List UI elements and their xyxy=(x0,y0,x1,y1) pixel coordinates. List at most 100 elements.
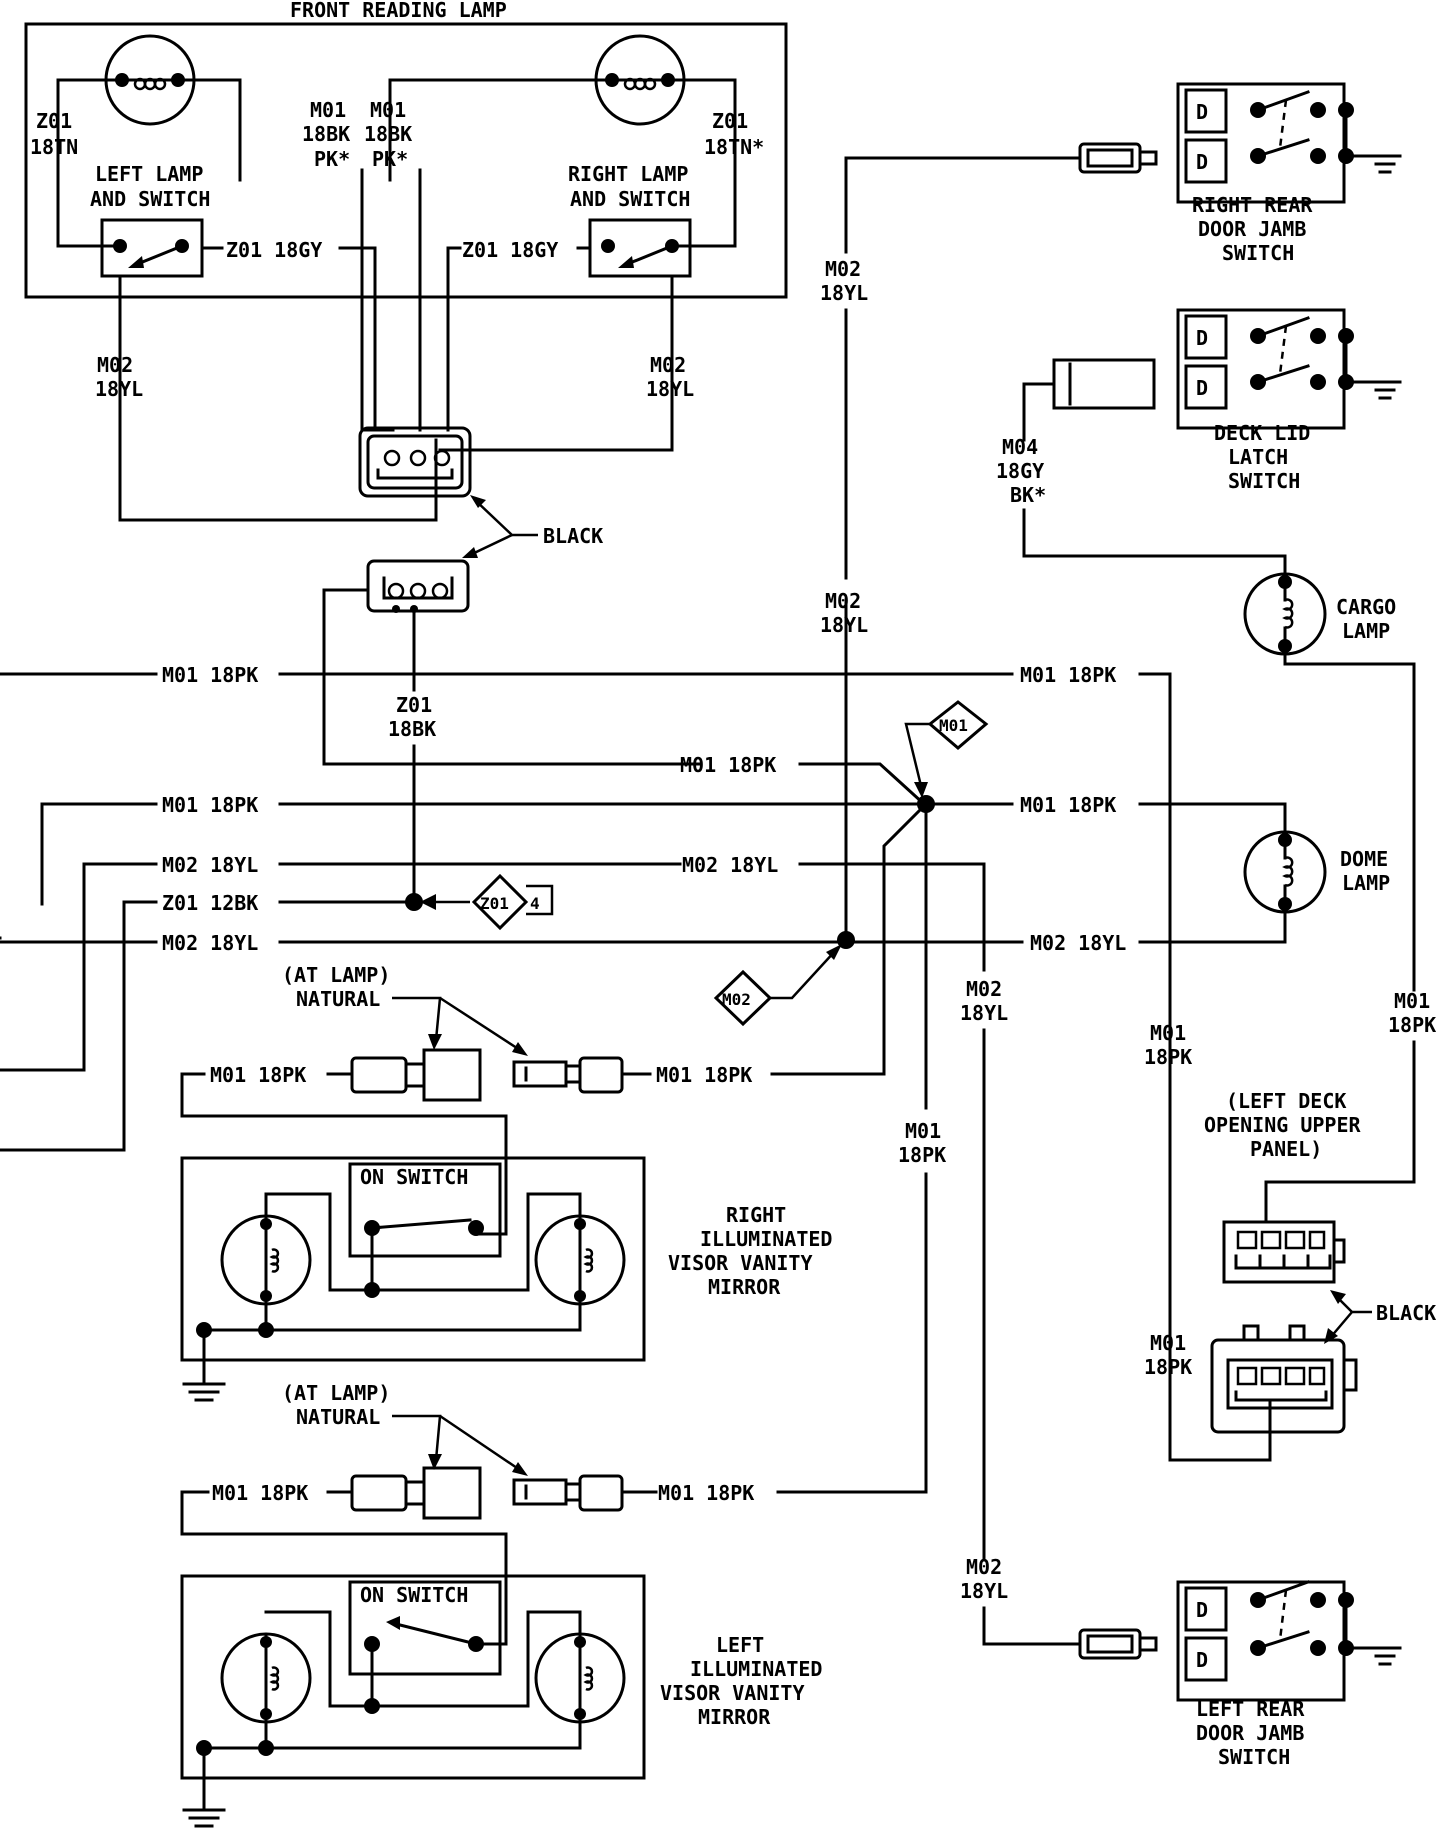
left-rear-switch-label-3: SWITCH xyxy=(1218,1745,1290,1769)
m02-18yl-label-3: M02 18YL xyxy=(162,931,258,955)
m01-18bk-label-b3: PK* xyxy=(372,147,408,171)
m01-18bk-label-a3: PK* xyxy=(314,147,350,171)
m02-18yl-label-4: M02 18YL xyxy=(1030,931,1126,955)
right-on-switch-label: ON SWITCH xyxy=(360,1165,468,1189)
m02-splice-icon: M02 xyxy=(713,944,842,1027)
right-visor-m01-label-left: M01 18PK xyxy=(210,1063,306,1087)
left-visor-label-1: LEFT xyxy=(716,1633,764,1657)
m02-18yl-left-label-2: 18YL xyxy=(95,377,143,401)
deck-lid-latch-switch: D D DECK LID LATCH SWITCH xyxy=(1022,308,1402,493)
m01-18pk-vert-label-6: 18PK xyxy=(1144,1355,1192,1379)
right-rear-switch-label-1: RIGHT REAR xyxy=(1192,193,1313,217)
left-rear-terminal-d1: D xyxy=(1196,1598,1208,1622)
dome-lamp-label-2: LAMP xyxy=(1342,871,1390,895)
m01-18pk-vert-label-5: M01 xyxy=(1150,1331,1186,1355)
right-rear-switch-label-2: DOOR JAMB xyxy=(1198,217,1306,241)
deck-lid-switch-label-1: DECK LID xyxy=(1214,421,1310,445)
z01-18tn-right-label-2: 18TN* xyxy=(704,135,764,159)
right-rear-terminal-d1: D xyxy=(1196,100,1208,124)
left-lamp-switch-icon xyxy=(100,218,204,278)
left-natural-label: NATURAL xyxy=(296,1405,380,1429)
deck-panel-lower-connector-icon xyxy=(1210,1324,1358,1434)
m04-label-2: 18GY xyxy=(996,459,1044,483)
left-visor-m01-label-left: M01 18PK xyxy=(212,1481,308,1505)
cargo-lamp-icon xyxy=(1243,572,1327,656)
z01-splice-number: 4 xyxy=(530,894,540,913)
m02-18yl-vert-label-8: 18YL xyxy=(960,1579,1008,1603)
right-reading-bulb-icon xyxy=(388,34,737,126)
mating-connector-icon xyxy=(366,559,470,613)
black-connector-right-label: BLACK xyxy=(1376,1301,1436,1325)
right-visor-label-4: MIRROR xyxy=(708,1275,781,1299)
z01-18tn-right-label: Z01 xyxy=(712,109,748,133)
z01-18bk-label: Z01 xyxy=(396,693,432,717)
m04-label-3: BK* xyxy=(1010,483,1046,507)
m02-18yl-label-1: M02 18YL xyxy=(162,853,258,877)
m02-18yl-right-label: M02 xyxy=(650,353,686,377)
dome-lamp-icon xyxy=(1243,830,1327,914)
right-visor-m01-label-right: M01 18PK xyxy=(656,1063,752,1087)
right-visor-label-3: VISOR VANITY xyxy=(668,1251,813,1275)
right-lamp-label: RIGHT LAMP xyxy=(568,162,688,186)
m04-label-1: M04 xyxy=(1002,435,1038,459)
right-lamp-switch-icon xyxy=(588,218,692,278)
m01-18pk-label-1: M01 18PK xyxy=(162,663,258,687)
right-visor-label-2: ILLUMINATED xyxy=(700,1227,832,1251)
z01-18bk-label-2: 18BK xyxy=(388,717,436,741)
left-deck-panel-label-2: OPENING UPPER xyxy=(1204,1113,1361,1137)
m01-18bk-label-a2: 18BK xyxy=(302,122,350,146)
deck-panel-upper-connector-icon xyxy=(1222,1220,1346,1284)
front-lamp-connector-icon xyxy=(358,426,472,498)
m01-18pk-vert-label-3: M01 xyxy=(1150,1021,1186,1045)
front-reading-lamp-title: FRONT READING LAMP xyxy=(290,0,507,22)
left-on-switch-label: ON SWITCH xyxy=(360,1583,468,1607)
z01-18gy-left-label: Z01 18GY xyxy=(226,238,322,262)
left-rear-switch-label-2: DOOR JAMB xyxy=(1196,1721,1304,1745)
m02-18yl-right-label-2: 18YL xyxy=(646,377,694,401)
left-visor-label-4: MIRROR xyxy=(698,1705,771,1729)
z01-18gy-right-label: Z01 18GY xyxy=(462,238,558,262)
left-visor-m01-label-right: M01 18PK xyxy=(658,1481,754,1505)
m02-18yl-vert-label-2: 18YL xyxy=(820,613,868,637)
m01-18pk-vert-label-7: M01 xyxy=(1394,989,1430,1013)
cargo-lamp-label-2: LAMP xyxy=(1342,619,1390,643)
dome-lamp-label-1: DOME xyxy=(1340,847,1388,871)
left-visor-vanity-mirror: (AT LAMP) NATURAL M01 18PK M01 18PK ON S… xyxy=(180,1381,822,1828)
m01-18pk-label-2: M01 18PK xyxy=(1020,663,1116,687)
m01-18pk-label-5: M01 18PK xyxy=(1020,793,1116,817)
m02-18yl-label-2: M02 18YL xyxy=(682,853,778,877)
right-rear-switch-label-3: SWITCH xyxy=(1222,241,1294,265)
m02-18yl-vert-label-4: 18YL xyxy=(820,281,868,305)
z01-12bk-label: Z01 12BK xyxy=(162,891,258,915)
deck-lid-switch-label-3: SWITCH xyxy=(1228,469,1300,493)
left-reading-bulb-icon xyxy=(56,34,242,126)
left-lamp-label: LEFT LAMP xyxy=(95,162,203,186)
left-lamp-label-2: AND SWITCH xyxy=(90,187,210,211)
z01-18tn-left-label-2: 18TN xyxy=(30,135,78,159)
right-rear-terminal-d2: D xyxy=(1196,150,1208,174)
right-visor-label-1: RIGHT xyxy=(726,1203,786,1227)
right-lamp-label-2: AND SWITCH xyxy=(570,187,690,211)
left-rear-terminal-d2: D xyxy=(1196,1648,1208,1672)
left-at-lamp-label: (AT LAMP) xyxy=(282,1381,390,1405)
m01-18pk-label-3: M01 18PK xyxy=(680,753,776,777)
deck-lid-terminal-d2: D xyxy=(1196,376,1208,400)
left-visor-label-2: ILLUMINATED xyxy=(690,1657,822,1681)
right-visor-vanity-mirror: (AT LAMP) NATURAL M01 18PK M01 18PK ON S… xyxy=(180,963,832,1402)
right-at-lamp-label: (AT LAMP) xyxy=(282,963,390,987)
m01-18pk-vert-label-8: 18PK xyxy=(1388,1013,1436,1037)
z01-18tn-left-label: Z01 xyxy=(36,109,72,133)
left-rear-switch-label-1: LEFT REAR xyxy=(1196,1697,1305,1721)
m01-18pk-label-4: M01 18PK xyxy=(162,793,258,817)
m02-18yl-vert-label-7: M02 xyxy=(966,1555,1002,1579)
m02-splice-label: M02 xyxy=(722,990,751,1009)
m01-18pk-vert-label-4: 18PK xyxy=(1144,1045,1192,1069)
m01-18pk-vert-label-1: M01 xyxy=(905,1119,941,1143)
front-reading-lamp: FRONT READING LAMP xyxy=(24,0,788,432)
left-rear-door-jamb-switch: D D LEFT REAR DOOR JAMB SWITCH xyxy=(1078,1580,1402,1769)
z01-splice-icon: Z01 4 xyxy=(471,873,554,931)
m02-18yl-vert-label-6: 18YL xyxy=(960,1001,1008,1025)
right-rear-door-jamb-switch: D D RIGHT REAR DOOR JAMB SWITCH xyxy=(1078,82,1402,265)
m01-splice-label: M01 xyxy=(939,716,968,735)
